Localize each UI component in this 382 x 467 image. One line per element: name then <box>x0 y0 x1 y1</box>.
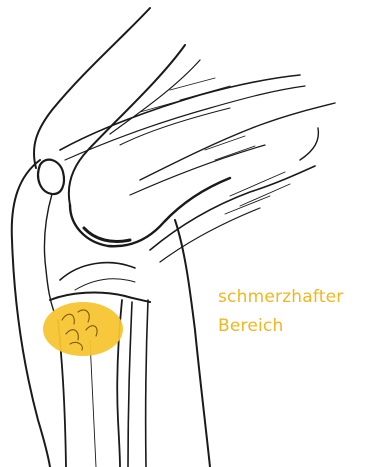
tendon-line-2 <box>65 86 305 160</box>
soft-tissue-left <box>12 160 50 467</box>
tendon-line-3 <box>120 108 230 145</box>
fibula-left <box>128 302 132 467</box>
fat-pad-inner <box>75 279 135 290</box>
annotation-line-2: Bereich <box>218 315 283 337</box>
ligament-lower <box>160 208 260 262</box>
femur-outline-right <box>69 45 185 205</box>
fibula-right <box>146 300 148 467</box>
tendon-line-1 <box>60 75 300 150</box>
ligament-fibers <box>225 172 290 214</box>
femur-outline-left <box>34 8 150 168</box>
annotation-line-1: schmerzhafter <box>218 286 344 308</box>
tibia-inner <box>90 340 96 467</box>
soft-tissue-inner <box>44 194 54 312</box>
femur-inner-line <box>110 60 200 134</box>
patella <box>38 160 64 194</box>
soft-tissue-right <box>175 220 210 467</box>
fat-pad <box>60 263 135 280</box>
tibia-plateau <box>50 293 150 302</box>
tendon-end-right <box>300 128 318 160</box>
tendon-line-4 <box>140 103 335 180</box>
ligament-upper <box>150 166 315 250</box>
